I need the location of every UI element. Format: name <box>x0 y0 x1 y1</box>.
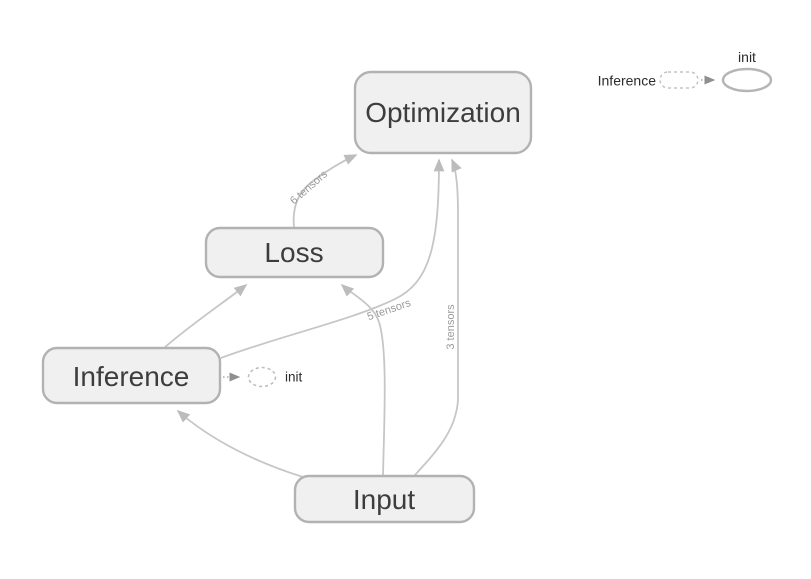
node-input-label: Input <box>353 484 415 515</box>
node-optimization-label: Optimization <box>365 97 521 128</box>
edge-label-3-tensors: 3 tensors <box>445 304 457 350</box>
legend: Inference init <box>598 49 773 93</box>
node-inference[interactable]: Inference <box>41 346 222 405</box>
node-loss-box[interactable] <box>204 226 385 279</box>
legend-source-label: Inference <box>598 73 657 89</box>
legend-target-label: init <box>738 49 756 65</box>
edge-label-6-tensors: 6 tensors <box>288 168 330 207</box>
node-optimization-box[interactable] <box>353 70 533 155</box>
legend-dashed-node <box>659 71 699 89</box>
node-optimization[interactable]: Optimization <box>353 70 533 155</box>
edge-input-to-loss <box>340 283 386 477</box>
edge-inference-to-loss <box>163 283 248 349</box>
edges-layer <box>163 154 462 478</box>
legend-ellipse <box>721 67 773 93</box>
node-inference-box[interactable] <box>41 346 222 405</box>
edge-loss-to-optimization <box>292 154 358 229</box>
edge-input-to-inference <box>176 409 304 478</box>
node-inference-label: Inference <box>73 361 190 392</box>
node-loss-label: Loss <box>264 237 323 268</box>
node-init-label: init <box>285 370 303 385</box>
node-input-box[interactable] <box>293 474 476 524</box>
node-init[interactable]: init <box>247 366 303 388</box>
node-loss[interactable]: Loss <box>204 226 385 279</box>
edge-inference-to-optimization <box>220 158 445 359</box>
edge-input-to-optimization <box>413 158 462 477</box>
node-init-ellipse[interactable] <box>247 366 277 388</box>
node-input[interactable]: Input <box>293 474 476 524</box>
